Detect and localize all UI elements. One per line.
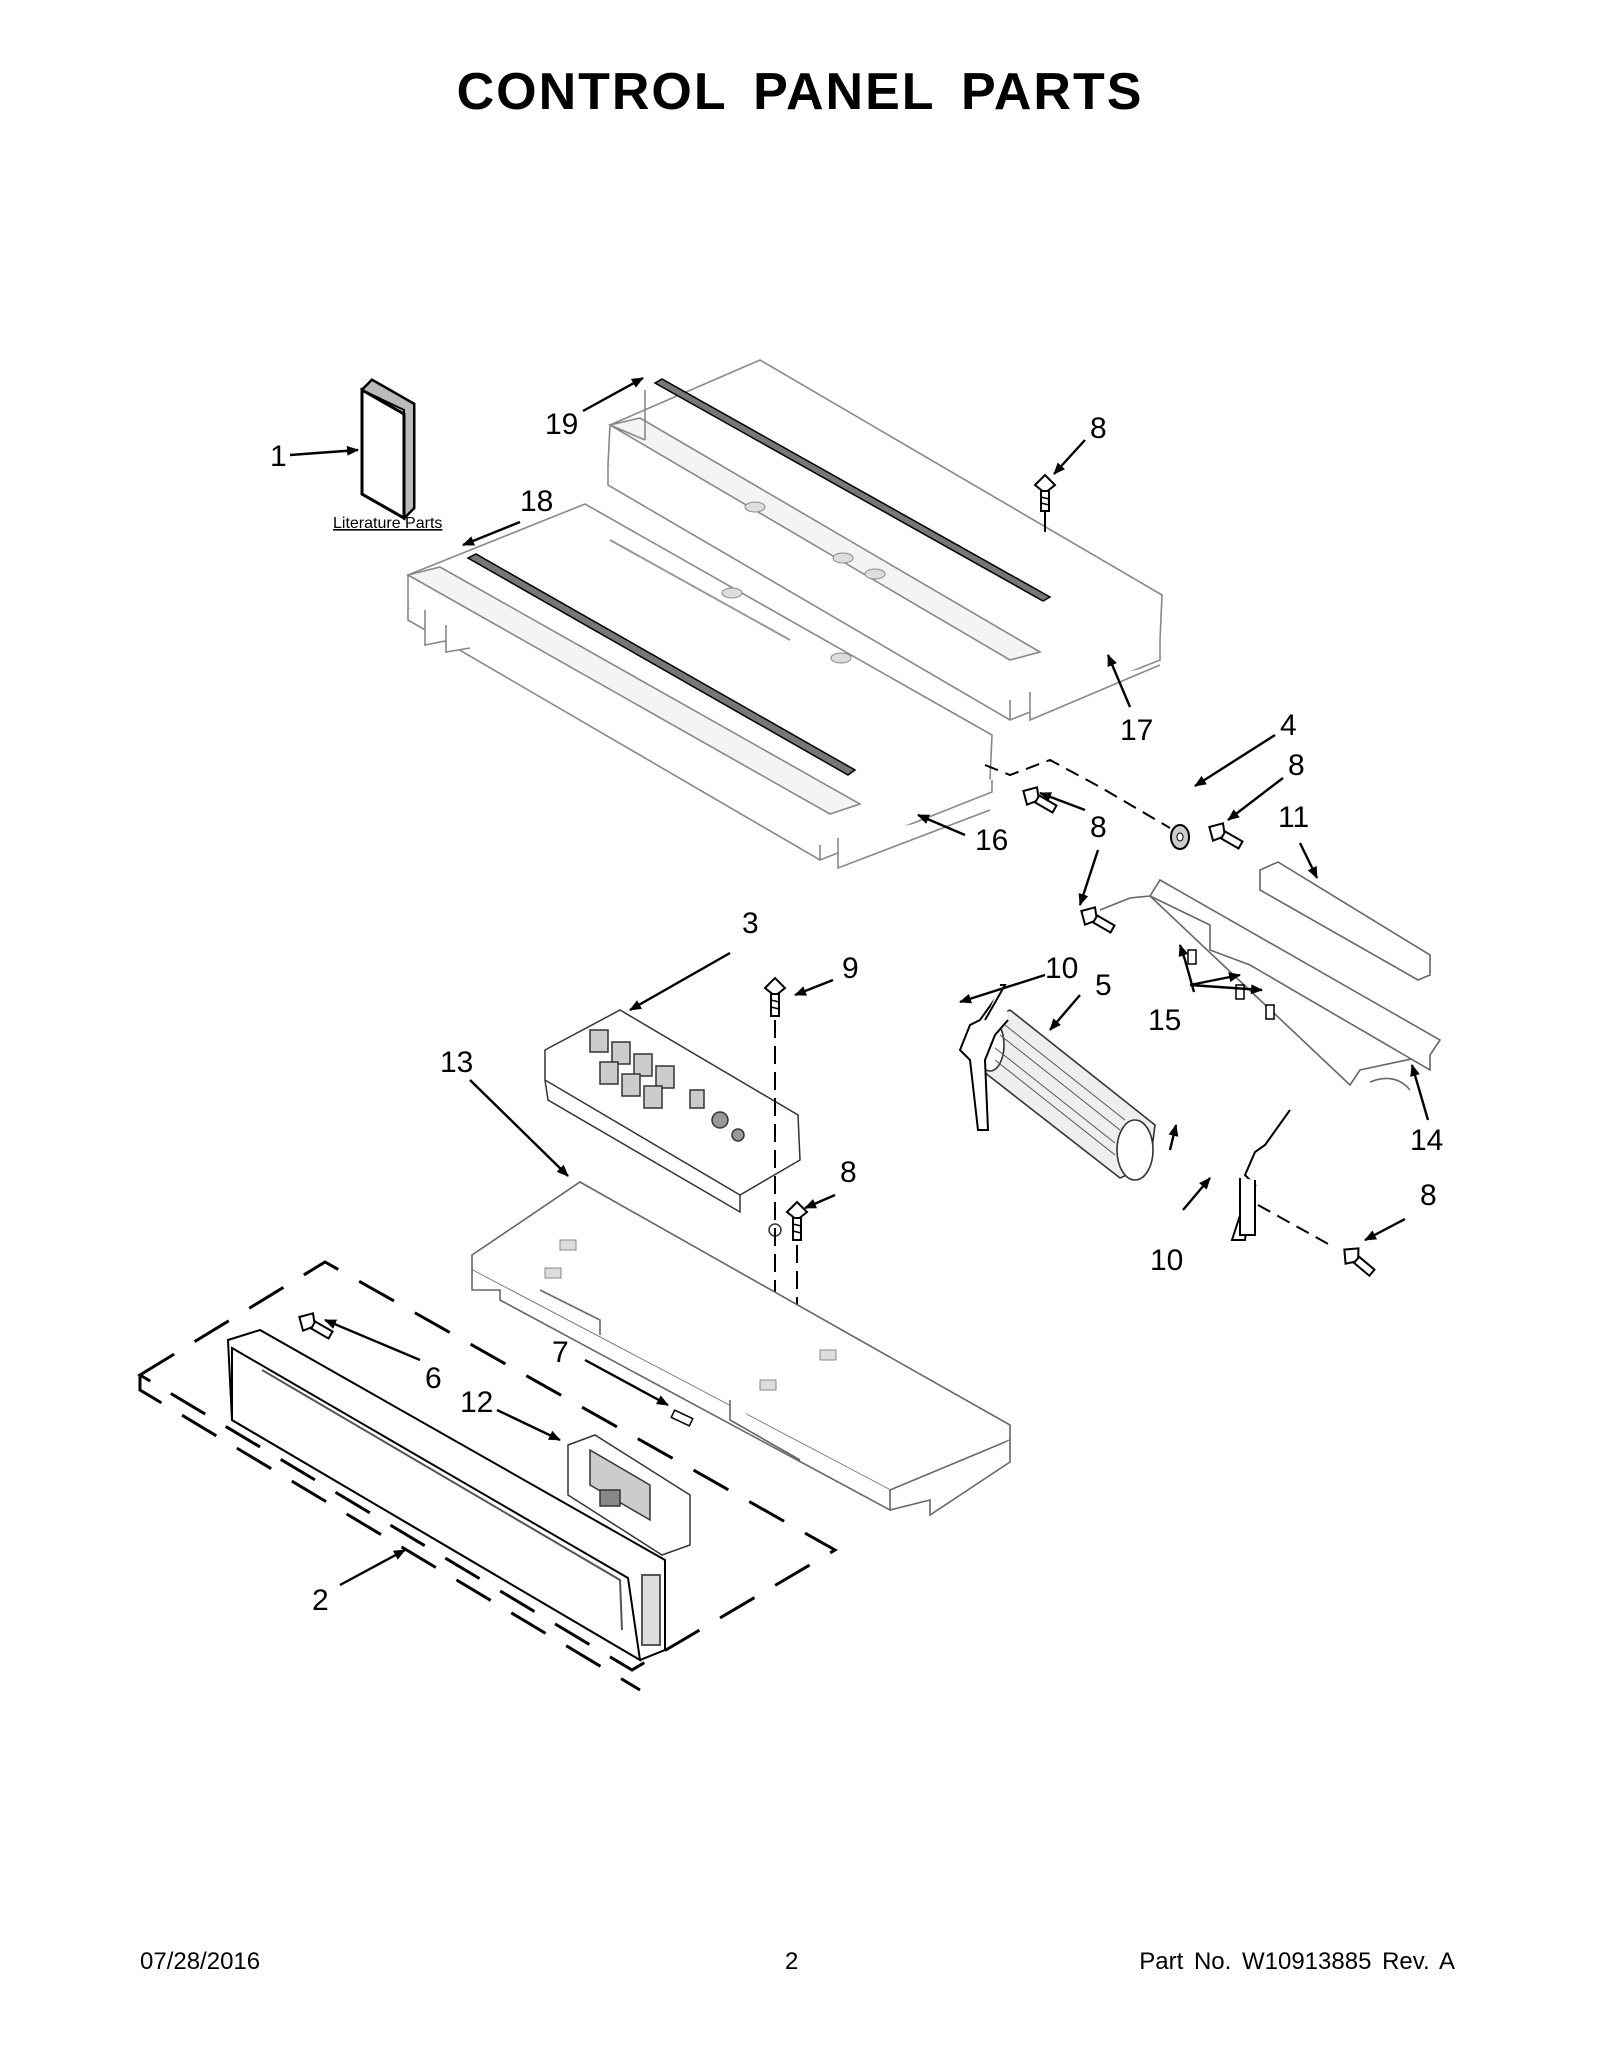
bracket-10-upper[interactable]: [958, 984, 1009, 1131]
screw-icon[interactable]: [785, 1200, 809, 1241]
callout-14: 14: [1410, 1124, 1443, 1157]
trim-strip-19[interactable]: [653, 378, 1052, 602]
leader-arrows: [289, 376, 1430, 1587]
callout-19: 19: [545, 408, 578, 441]
callout-12: 12: [460, 1386, 493, 1419]
trim-strip-18[interactable]: [466, 553, 857, 776]
callout-15: 15: [1148, 1004, 1181, 1037]
footer-date: 07/28/2016: [140, 1948, 261, 1975]
callout-8c: 8: [1090, 811, 1107, 844]
screw-icon[interactable]: [1338, 1242, 1378, 1280]
callout-11: 11: [1278, 801, 1309, 834]
control-panel-base-13[interactable]: [471, 1181, 1011, 1517]
callout-18: 18: [520, 485, 553, 518]
assembly-boundary-lower: [138, 1375, 641, 1692]
callout-5: 5: [1095, 969, 1112, 1002]
callout-6: 6: [425, 1362, 442, 1395]
bracket-14[interactable]: [1099, 878, 1442, 1091]
screw-icon[interactable]: [294, 1308, 335, 1343]
page-title: CONTROL PANEL PARTS: [456, 63, 1144, 121]
lower-panel-slot: [609, 539, 791, 641]
callout-16: 16: [975, 824, 1008, 857]
callout-10a: 10: [1045, 952, 1078, 985]
callout-17: 17: [1120, 714, 1153, 747]
lower-control-panel-16[interactable]: [405, 503, 993, 870]
upper-control-panel-17[interactable]: [607, 359, 1163, 722]
footer-part-number: Part No. W10913885 Rev. A: [1139, 1948, 1455, 1975]
base-panel-slots: [544, 1239, 837, 1391]
callout-8a: 8: [1090, 412, 1107, 445]
screw-icon[interactable]: [1018, 782, 1059, 817]
control-board-3[interactable]: [544, 1009, 801, 1237]
lower-panel-holes: [721, 587, 852, 664]
callout-8e: 8: [1420, 1179, 1437, 1212]
blower-fan-5[interactable]: [974, 1009, 1156, 1181]
callout-4: 4: [1280, 709, 1297, 742]
console-panel-2[interactable]: [226, 1328, 666, 1662]
dashed-centerline: [1257, 1204, 1331, 1246]
callout-labels: 1 19 18 8 17 4 8 8 16 11 3 9 10 5 15 14 …: [270, 408, 1443, 1617]
strip-11[interactable]: [1259, 861, 1431, 981]
upper-panel-holes: [744, 501, 886, 580]
footer-page-number: 2: [785, 1948, 799, 1975]
callout-2: 2: [312, 1584, 329, 1617]
callout-10b: 10: [1150, 1244, 1183, 1277]
touch-board-12[interactable]: [567, 1434, 691, 1556]
callout-8b: 8: [1288, 749, 1305, 782]
screw-icon[interactable]: [1204, 818, 1245, 853]
sensor-7[interactable]: [670, 1409, 694, 1427]
literature-booklet[interactable]: [360, 378, 416, 521]
callout-9: 9: [842, 952, 859, 985]
callout-3: 3: [742, 907, 759, 940]
dashed-centerline: [984, 758, 1171, 829]
washer-icon[interactable]: [1170, 824, 1190, 850]
callout-1: 1: [270, 440, 287, 473]
screw-icon[interactable]: [1076, 902, 1117, 937]
screw-icon[interactable]: [763, 976, 787, 1017]
assembly-boundary: [137, 1260, 838, 1672]
bracket-10-lower[interactable]: [1230, 1109, 1291, 1241]
callout-7: 7: [552, 1336, 569, 1369]
literature-parts-label: Literature Parts: [333, 515, 442, 532]
callout-8d: 8: [840, 1156, 857, 1189]
screw-icon[interactable]: [1033, 473, 1057, 512]
callout-13: 13: [440, 1046, 473, 1079]
